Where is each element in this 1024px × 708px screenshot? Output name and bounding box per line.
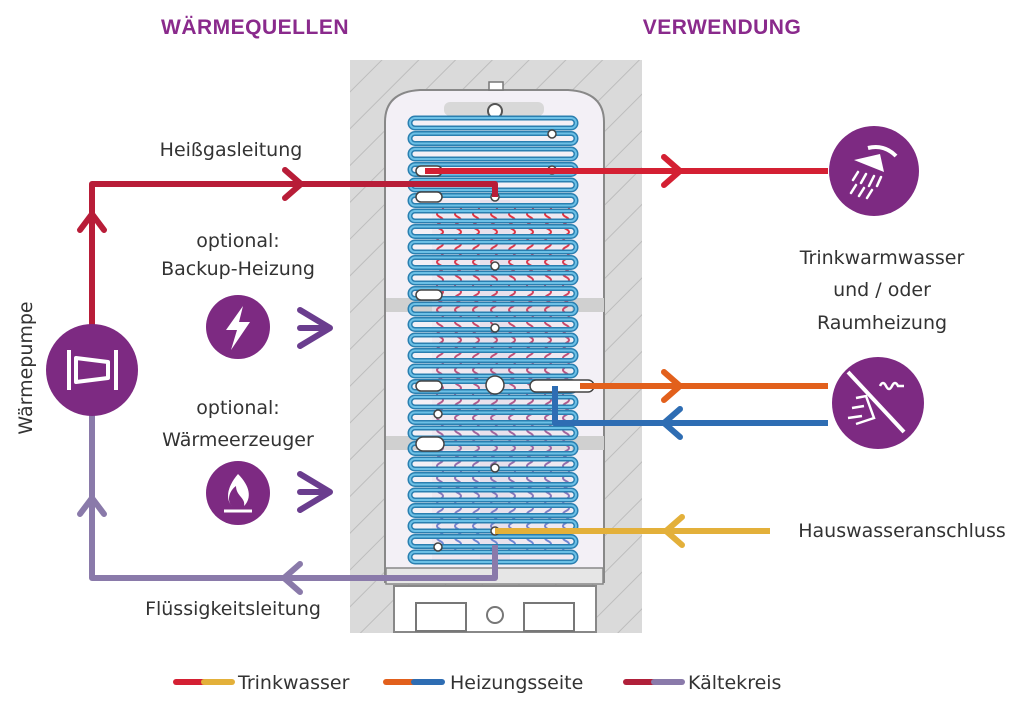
- floor-heating-icon: [832, 357, 924, 449]
- legend-item-drinking-water: Trinkwasser: [173, 672, 350, 694]
- label-house-water: Hauswasseranschluss: [798, 520, 1006, 542]
- heating-coil-highlight: [409, 349, 577, 362]
- heating-coil-highlight: [409, 117, 577, 129]
- arrow-left-house-water: [663, 514, 685, 548]
- heating-return-pipe: [552, 386, 828, 426]
- heating-coil-highlight: [409, 411, 577, 424]
- arrow-left-liquid: [281, 561, 303, 595]
- arrow-right-hot-gas: [282, 167, 304, 201]
- label-generator-line1: optional:: [196, 397, 279, 419]
- legend: Trinkwasser Heizungsseite Kältekreis: [173, 672, 781, 694]
- arrow-right-hot-water: [661, 154, 683, 188]
- heating-coil-highlight: [409, 241, 577, 253]
- heating-coil-highlight: [409, 473, 577, 486]
- heating-coil-highlight: [409, 489, 577, 501]
- heating-coil-highlight: [409, 148, 577, 160]
- hot-gas-pipe: [89, 181, 498, 325]
- lightning-icon: [206, 295, 270, 359]
- label-usage-line1: Trinkwarmwasser: [799, 247, 965, 269]
- label-hot-gas-line: Heißgasleitung: [160, 139, 303, 161]
- tank-ports: [415, 165, 595, 452]
- label-usage-line2: und / oder: [833, 279, 931, 301]
- legend-item-refrigerant: Kältekreis: [623, 672, 781, 694]
- compressor-icon: [46, 324, 138, 416]
- header-heat-sources: WÄRMEQUELLEN: [161, 16, 349, 39]
- label-backup-line1: optional:: [196, 230, 279, 252]
- heating-coil-highlight: [409, 442, 577, 455]
- heating-coil-highlight: [409, 504, 577, 517]
- header-usage: VERWENDUNG: [643, 16, 802, 39]
- heating-coil-highlight: [409, 225, 577, 238]
- legend-label-refrigerant: Kältekreis: [688, 672, 781, 694]
- arrow-up-liquid: [77, 495, 107, 517]
- heating-coil-highlight: [409, 132, 577, 145]
- flame-icon: [206, 461, 270, 525]
- heating-coil-highlight: [409, 303, 577, 315]
- legend-item-heating-side: Heizungsseite: [383, 672, 583, 694]
- shower-icon: [829, 126, 919, 216]
- legend-label-heating-side: Heizungsseite: [450, 672, 583, 694]
- legend-label-drinking-water: Trinkwasser: [237, 672, 350, 694]
- heating-coil-highlight: [409, 396, 577, 408]
- heating-coil-highlight: [409, 427, 577, 439]
- heating-coil-highlight: [409, 272, 577, 284]
- label-liquid-line: Flüssigkeitsleitung: [145, 598, 321, 620]
- arrow-up-hot-gas: [77, 211, 107, 233]
- arrow-left-heating: [661, 406, 683, 440]
- label-backup-line2: Backup-Heizung: [161, 258, 315, 280]
- arrow-right-heating: [661, 369, 683, 403]
- label-usage-line3: Raumheizung: [817, 312, 947, 334]
- heating-coil-highlight: [409, 334, 577, 346]
- label-generator-line2: Wärmeerzeuger: [162, 429, 314, 451]
- heating-coil-highlight: [409, 210, 577, 222]
- label-heat-pump: Wärmepumpe: [15, 301, 37, 434]
- heating-coil-highlight: [409, 287, 577, 300]
